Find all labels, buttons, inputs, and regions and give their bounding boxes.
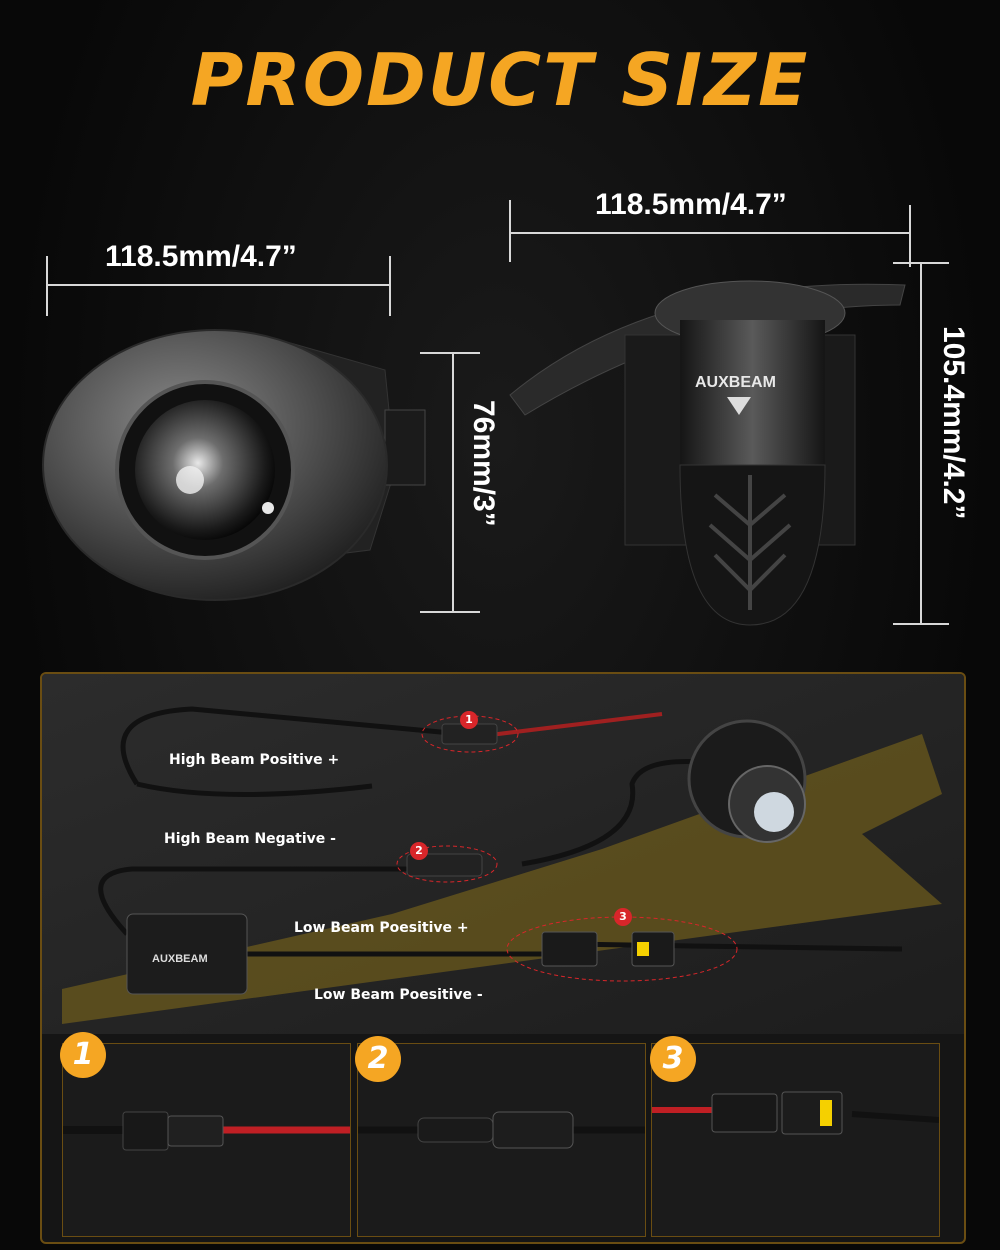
side-lamp-brand: AUXBEAM — [695, 374, 776, 391]
detail-3-image — [652, 1044, 939, 1236]
low-beam-positive-label: Low Beam Poesitive + — [294, 920, 469, 936]
detail-number-2: 2 — [355, 1036, 401, 1082]
page-title: PRODUCT SIZE — [190, 38, 810, 122]
detail-number-1: 1 — [60, 1032, 106, 1078]
side-width-tick-left — [509, 200, 511, 262]
side-lamp-image: AUXBEAM — [509, 280, 906, 626]
side-height-line — [920, 262, 922, 624]
detail-1-image — [63, 1044, 350, 1236]
front-lamp-image — [42, 329, 426, 601]
side-width-line — [510, 232, 910, 234]
detail-2-image — [358, 1044, 645, 1236]
low-beam-negative-label: Low Beam Poesitive - — [314, 987, 483, 1003]
side-height-label: 105.4mm/4.2” — [937, 326, 970, 520]
side-height-tick-top — [893, 262, 949, 264]
side-width-label: 118.5mm/4.7” — [595, 188, 787, 221]
detail-panel-1 — [62, 1043, 351, 1237]
marker-2: 2 — [410, 842, 428, 860]
high-beam-positive-label: High Beam Positive + — [169, 752, 340, 768]
control-box-brand: AUXBEAM — [152, 953, 208, 965]
detail-number-3: 3 — [650, 1036, 696, 1082]
marker-3: 3 — [614, 908, 632, 926]
detail-panel-2 — [357, 1043, 646, 1237]
front-width-tick-left — [46, 256, 48, 316]
front-height-label: 76mm/3” — [467, 400, 500, 527]
side-height-tick-bottom — [893, 623, 949, 625]
high-beam-negative-label: High Beam Negative - — [164, 831, 336, 847]
detail-panel-3 — [651, 1043, 940, 1237]
front-height-tick-top — [420, 352, 480, 354]
side-width-tick-right — [909, 205, 911, 267]
front-width-label: 118.5mm/4.7” — [105, 240, 297, 273]
front-height-tick-bottom — [420, 611, 480, 613]
wiring-diagram: AUXBEAM — [42, 674, 964, 1034]
front-width-line — [47, 284, 390, 286]
marker-1: 1 — [460, 711, 478, 729]
front-height-line — [452, 352, 454, 612]
front-width-tick-right — [389, 256, 391, 316]
